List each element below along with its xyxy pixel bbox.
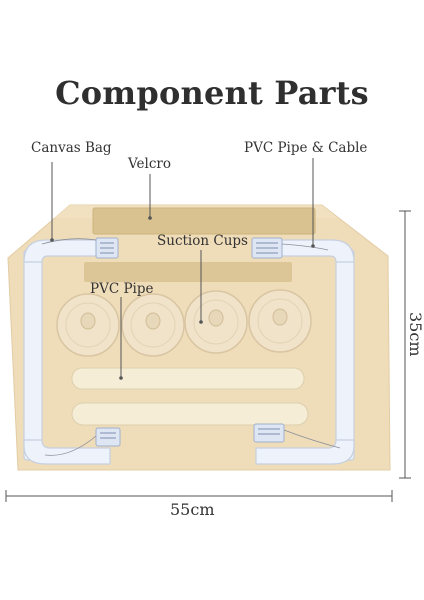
- dimension-height: [399, 210, 411, 479]
- label-canvas-bag: Canvas Bag: [31, 140, 112, 156]
- suction-cup: [184, 290, 248, 354]
- velcro-strip-middle: [84, 262, 292, 282]
- label-pvc-pipe-cable: PVC Pipe & Cable: [244, 140, 368, 156]
- height-dimension-label: 35cm: [406, 312, 424, 357]
- suction-cup: [121, 293, 185, 357]
- label-velcro: Velcro: [128, 156, 171, 172]
- velcro-strip-top: [93, 208, 315, 234]
- suction-cup: [248, 289, 312, 353]
- label-suction-cups: Suction Cups: [157, 233, 248, 249]
- cable: [41, 238, 341, 456]
- pvc-rod-lower: [71, 402, 309, 426]
- pvc-rod-upper: [71, 367, 305, 390]
- page-title: Component Parts: [55, 74, 369, 112]
- width-dimension-label: 55cm: [170, 500, 215, 519]
- dimension-width: [5, 490, 393, 502]
- label-pvc-pipe: PVC Pipe: [90, 281, 154, 297]
- suction-cup: [56, 293, 120, 357]
- pvc-frame: [23, 239, 355, 465]
